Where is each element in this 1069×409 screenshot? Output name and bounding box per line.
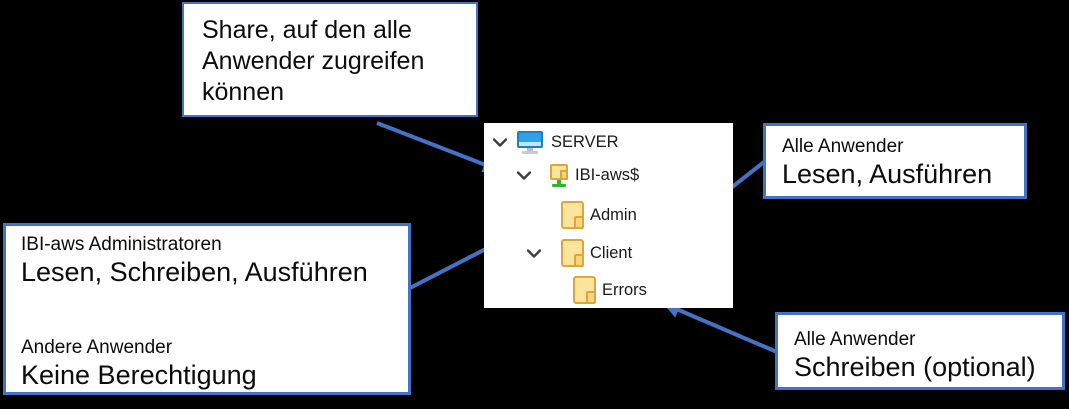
- permission-value: Keine Berechtigung: [21, 360, 257, 390]
- shared-folder-icon: [549, 163, 569, 187]
- tree-item-ibi-aws-share[interactable]: IBI-aws$: [484, 157, 733, 193]
- chevron-down-icon[interactable]: [527, 248, 541, 258]
- callout-client-permissions: Alle Anwender Lesen, Ausführen: [763, 123, 1027, 199]
- callout-share: Share, auf den alle Anwender zugreifen k…: [182, 2, 478, 117]
- computer-icon: [517, 130, 543, 154]
- chevron-down-icon[interactable]: [493, 137, 507, 147]
- callout-share-line: Anwender zugreifen: [202, 47, 425, 75]
- permission-group-label: Andere Anwender: [21, 337, 173, 358]
- permission-group-label: Alle Anwender: [782, 136, 904, 157]
- tree-item-label[interactable]: SERVER: [551, 132, 619, 151]
- callout-share-line: Share, auf den alle: [202, 16, 412, 44]
- folder-icon: [561, 239, 584, 267]
- arrow-errors-permissions-to-errors: [663, 302, 778, 354]
- permission-group-label: Alle Anwender: [794, 329, 916, 350]
- folder-tree-panel: SERVER IBI-aws$ Admin Client: [484, 123, 733, 308]
- permission-group-label: IBI-aws Administratoren: [21, 234, 222, 255]
- tree-item-label[interactable]: Admin: [590, 205, 637, 224]
- callout-admin-permissions: IBI-aws Administratoren Lesen, Schreiben…: [3, 223, 411, 395]
- permission-value: Lesen, Ausführen: [782, 159, 993, 189]
- tree-item-client[interactable]: Client: [484, 234, 733, 272]
- tree-item-label[interactable]: Errors: [602, 280, 647, 299]
- permission-value: Schreiben (optional): [794, 352, 1036, 382]
- permission-value: Lesen, Schreiben, Ausführen: [21, 257, 368, 287]
- folder-icon: [573, 276, 596, 304]
- tree-item-label[interactable]: IBI-aws$: [575, 165, 640, 184]
- callout-errors-permissions: Alle Anwender Schreiben (optional): [775, 312, 1065, 390]
- tree-item-label[interactable]: Client: [590, 243, 633, 262]
- folder-icon: [561, 201, 584, 229]
- chevron-down-icon[interactable]: [517, 170, 531, 180]
- tree-item-server[interactable]: SERVER: [484, 125, 733, 159]
- tree-item-admin[interactable]: Admin: [484, 196, 733, 234]
- arrow-share-to-ibiaws: [376, 121, 500, 173]
- tree-item-errors[interactable]: Errors: [484, 272, 733, 308]
- callout-share-line: können: [202, 78, 285, 106]
